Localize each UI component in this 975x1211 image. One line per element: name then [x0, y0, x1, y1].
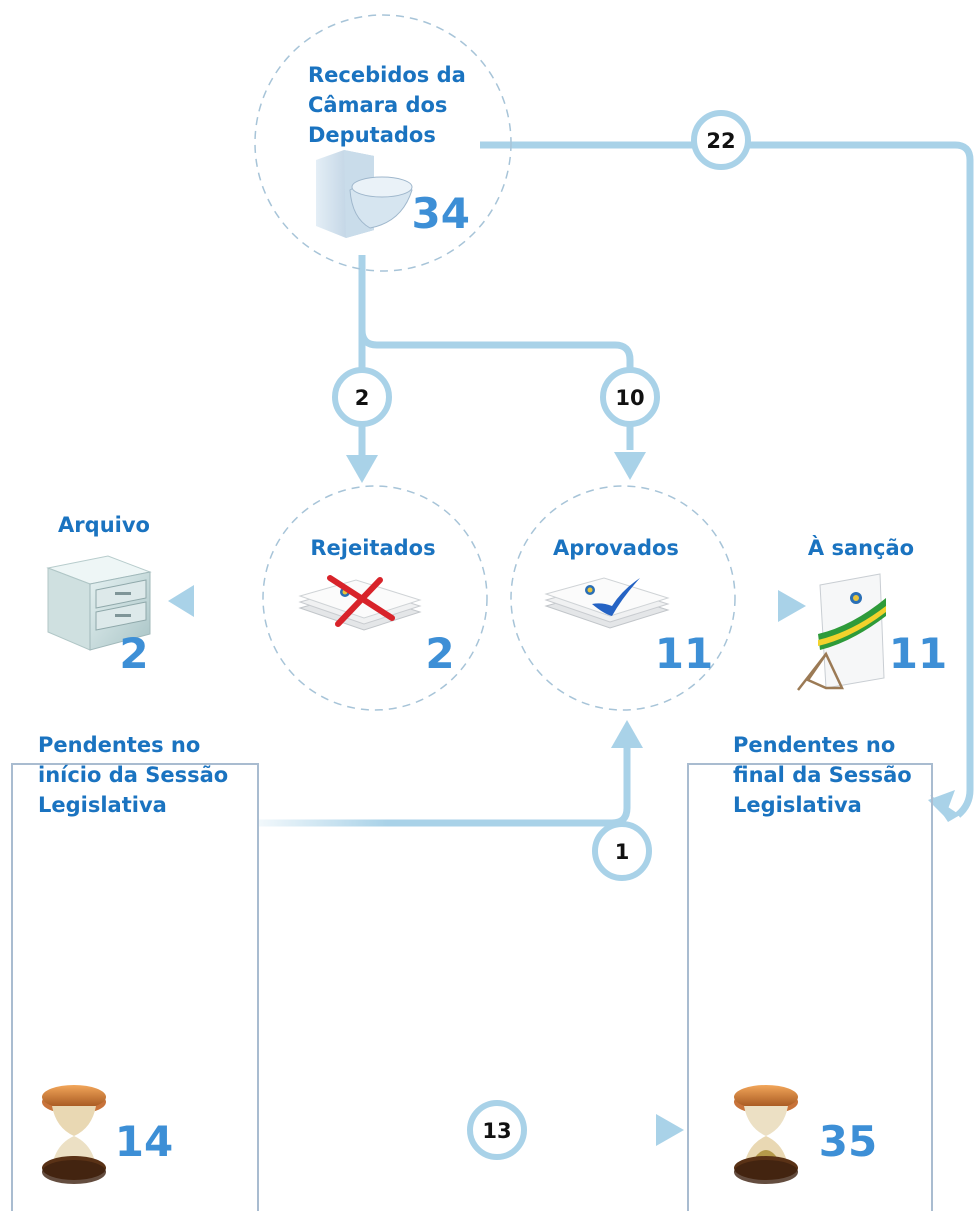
arrowhead-arquivo [168, 585, 194, 617]
pendentes-final-node: Pendentes no final da Sessão Legislativa… [687, 733, 933, 1211]
badge-2: 2 [332, 367, 392, 427]
recebidos-label-line1: Recebidos da [308, 63, 466, 87]
badge-13: 13 [467, 1100, 527, 1160]
flow-recebidos-down [358, 255, 634, 450]
pendentes-final-label-line3: Legislativa [733, 793, 862, 817]
recebidos-node: Recebidos da Câmara dos Deputados 34 [308, 63, 470, 238]
sancao-count: 11 [889, 629, 947, 678]
recebidos-label-line2: Câmara dos [308, 93, 447, 117]
arrowhead-pendentes-final-left [656, 1114, 684, 1146]
badge-22-label: 22 [706, 129, 735, 153]
rejeitados-label: Rejeitados [310, 536, 435, 560]
pendentes-inicio-node: Pendentes no início da Sessão Legislativ… [11, 733, 259, 1211]
arquivo-label: Arquivo [58, 513, 150, 537]
approved-papers-icon [544, 577, 670, 629]
pendentes-inicio-box [11, 763, 259, 1211]
pendentes-final-label-line2: final da Sessão [733, 763, 912, 787]
flow-pendentes-inicio-to-aprovados [258, 745, 631, 827]
sancao-label: À sanção [808, 535, 914, 560]
filing-cabinet-icon [46, 555, 152, 651]
recebidos-label-line3: Deputados [308, 123, 436, 147]
pendentes-final-label-line1: Pendentes no [733, 733, 895, 757]
pendentes-inicio-label-line2: início da Sessão [38, 763, 228, 787]
badge-1-label: 1 [615, 840, 630, 864]
recebidos-circle [254, 14, 512, 272]
arquivo-node: Arquivo 2 [46, 513, 152, 678]
aprovados-count: 11 [655, 629, 713, 678]
pendentes-inicio-count: 14 [115, 1117, 173, 1166]
badge-10: 10 [600, 367, 660, 427]
rejeitados-circle [262, 485, 488, 711]
signed-document-icon [797, 573, 886, 691]
pendentes-final-count: 35 [819, 1117, 877, 1166]
recebidos-count: 34 [412, 189, 470, 238]
arrowhead-aprovados-up [611, 720, 643, 748]
arrowhead-sancao [778, 590, 806, 622]
aprovados-circle [510, 485, 736, 711]
pendentes-inicio-label-line3: Legislativa [38, 793, 167, 817]
hourglass-icon [734, 1085, 798, 1184]
aprovados-label: Aprovados [553, 536, 679, 560]
badge-2-label: 2 [355, 386, 370, 410]
flow-recebidos-to-pendentes-final [480, 141, 974, 818]
aprovados-node: Aprovados 11 [544, 536, 713, 678]
hourglass-icon [42, 1085, 106, 1184]
inbox-tray-icon [316, 150, 413, 238]
pendentes-inicio-label-line1: Pendentes no [38, 733, 200, 757]
badge-1: 1 [592, 821, 652, 881]
sancao-node: À sanção 11 [797, 535, 947, 691]
badge-10-label: 10 [615, 386, 644, 410]
rejected-papers-icon [298, 575, 422, 631]
arrowhead-aprovados [614, 452, 646, 480]
rejeitados-count: 2 [425, 629, 454, 678]
rejeitados-node: Rejeitados 2 [298, 536, 455, 678]
pendentes-final-box [687, 763, 933, 1211]
badge-13-label: 13 [482, 1119, 511, 1143]
arrowhead-rejeitados [346, 455, 378, 483]
arquivo-count: 2 [119, 629, 148, 678]
badge-22: 22 [691, 110, 751, 170]
